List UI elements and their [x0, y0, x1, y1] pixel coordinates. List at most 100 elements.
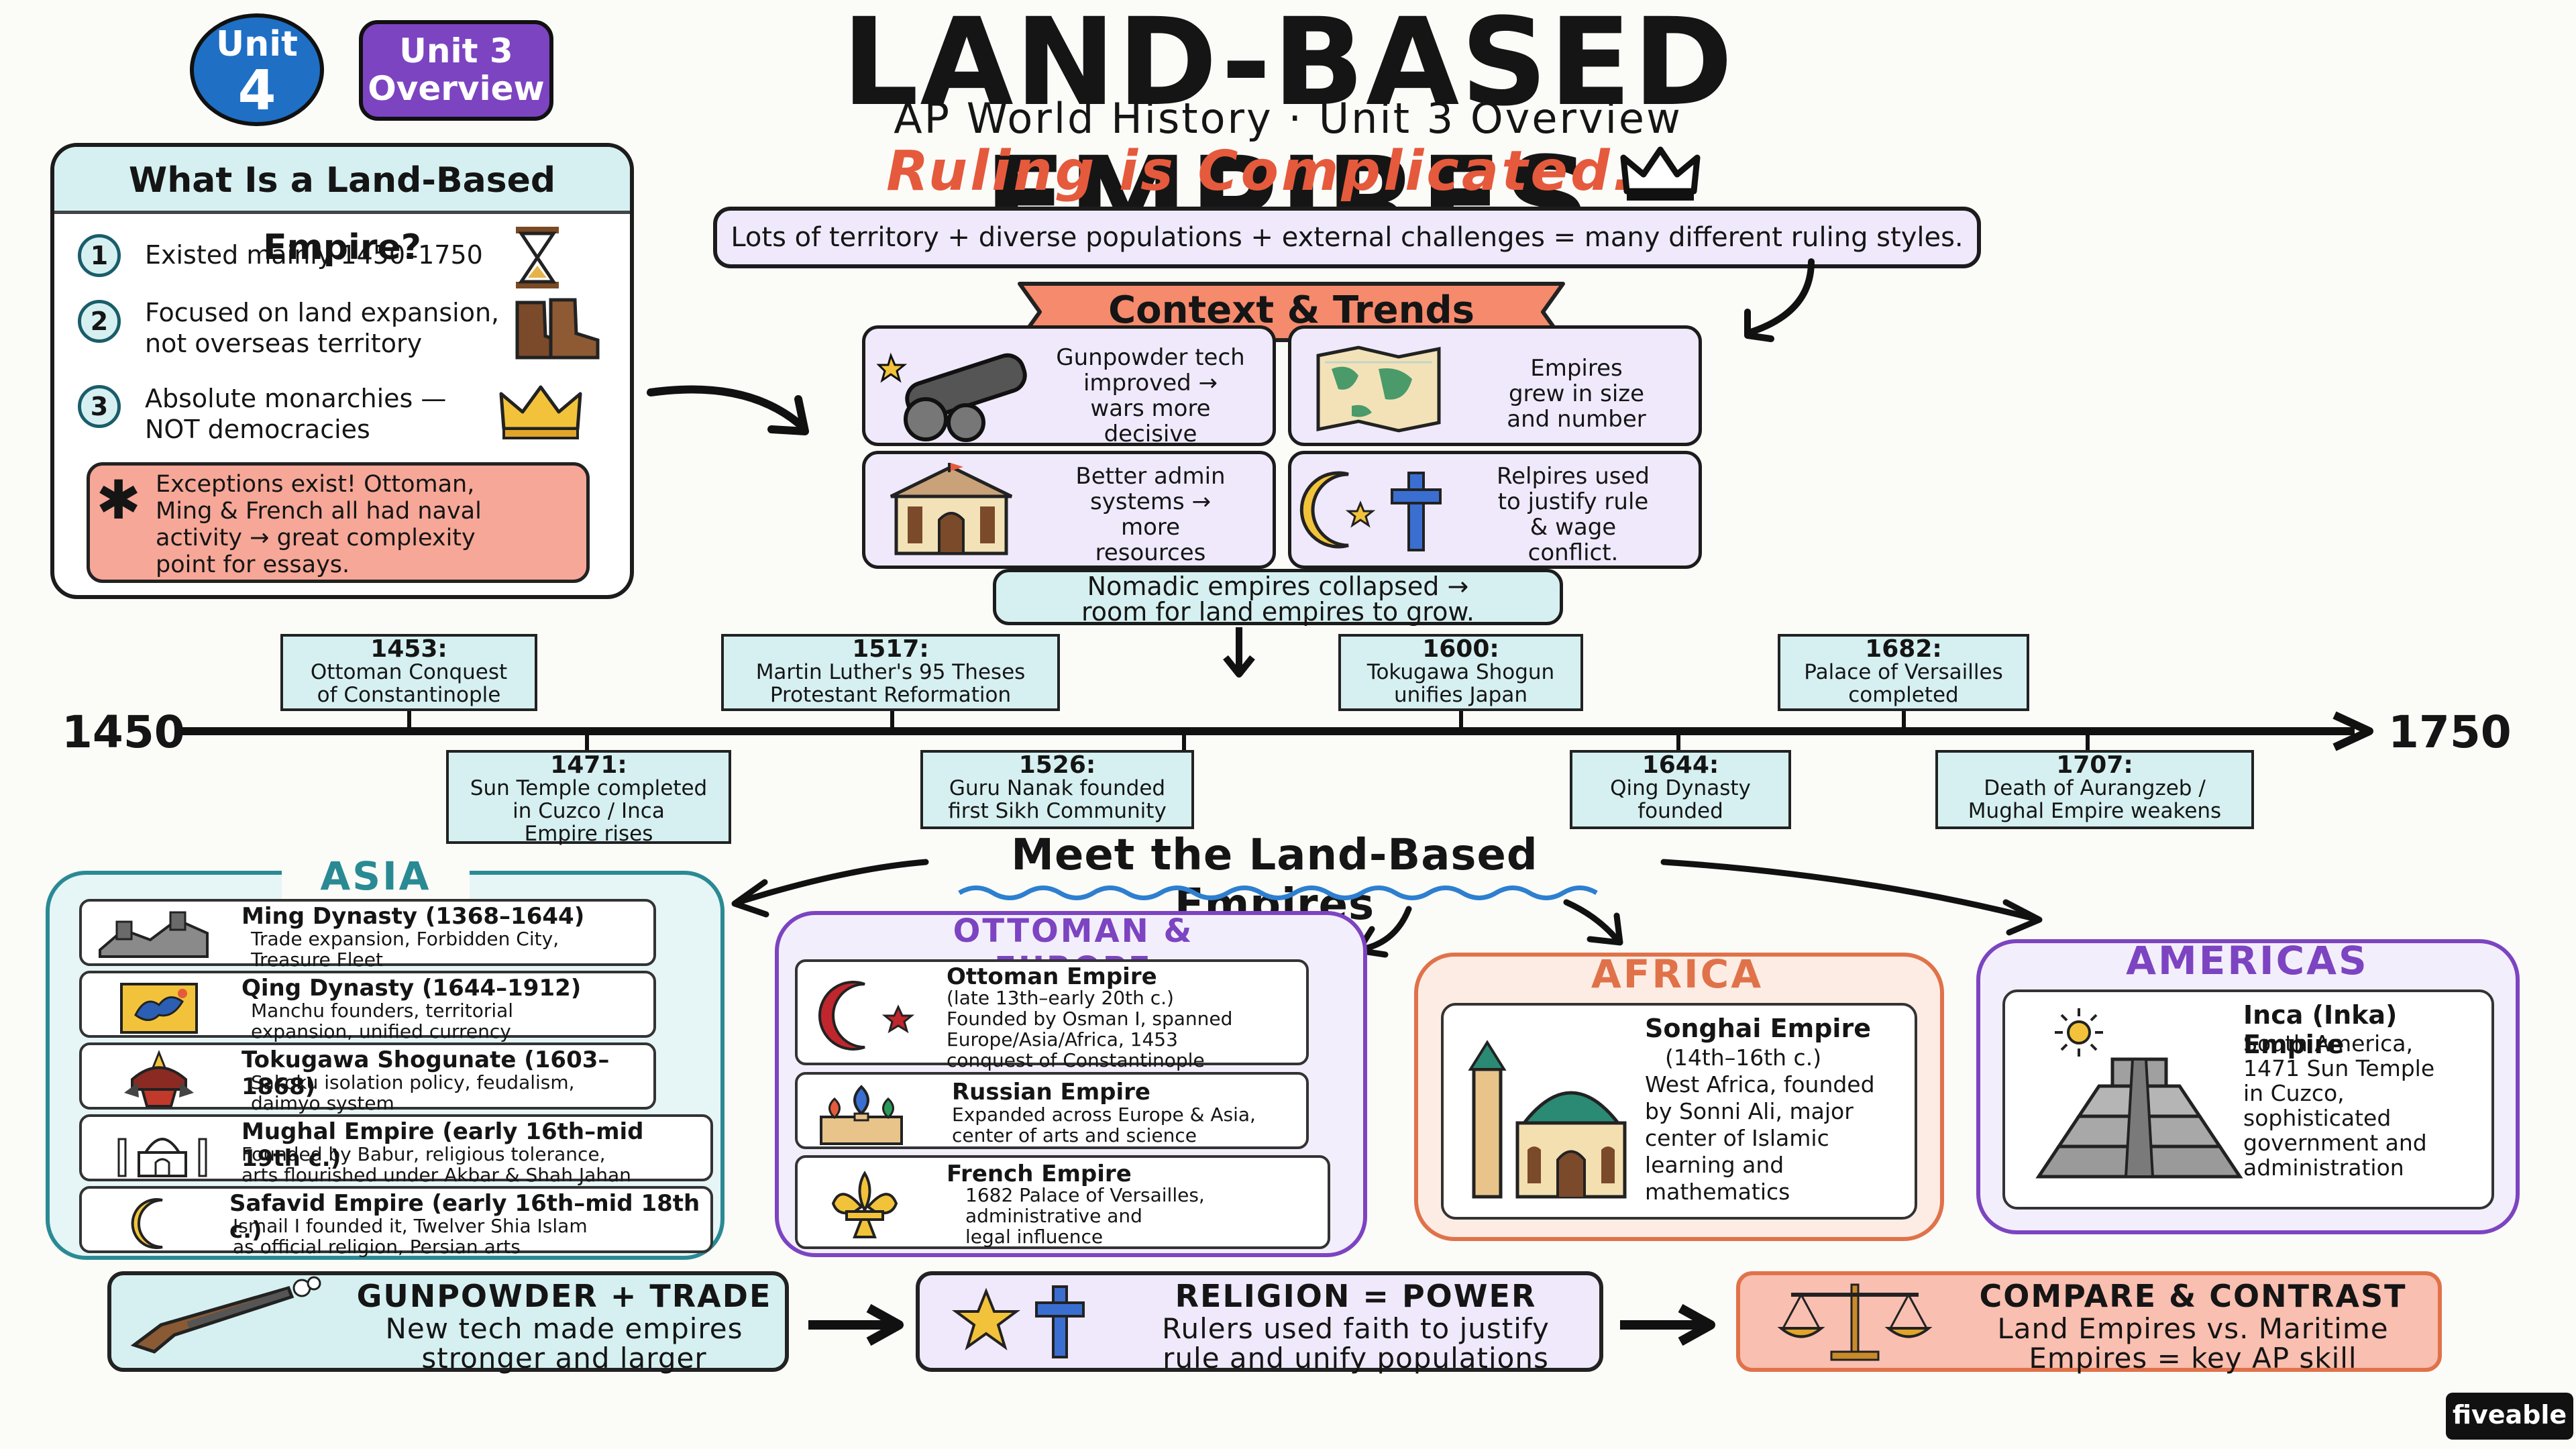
qing-name: Qing Dynasty (1644–1912)	[241, 975, 582, 1002]
mosque-icon	[1468, 1040, 1627, 1199]
desc-line: Founded by Osman I, spanned	[947, 1008, 1233, 1030]
number-2-badge: 2	[78, 300, 121, 343]
desc-line: administrative and	[965, 1205, 1142, 1227]
desc-line: in Cuzco,	[2243, 1080, 2345, 1106]
overview-label: Overview	[368, 69, 545, 108]
desc-line: as official religion, Persian arts	[233, 1236, 521, 1258]
timeline-event-1453[interactable]: 1453: Ottoman Conquest of Constantinople	[280, 634, 537, 711]
number-1-badge: 1	[78, 234, 121, 277]
ctx-line: Empires	[1530, 355, 1623, 382]
safavid-name: Safavid Empire (early 16th–mid 18th c.)	[229, 1190, 700, 1244]
event-year: 1600:	[1422, 635, 1499, 663]
crescent-cross-icon	[1299, 471, 1442, 551]
asia-title: ASIA	[282, 853, 470, 899]
inca-pyramid-icon	[2035, 1057, 2243, 1179]
asia-row-qing[interactable]: Qing Dynasty (1644–1912) Manchu founders…	[79, 971, 656, 1042]
nomadic-collapse-note: Nomadic empires collapsed → room for lan…	[993, 569, 1563, 625]
desc-line: arts flourished under Akbar & Shah Jahan	[241, 1164, 631, 1186]
compare-line-1: Land Empires vs. Maritime	[1997, 1312, 2389, 1345]
exceptions-note: Exceptions exist! Ottoman, Ming & French…	[87, 462, 590, 583]
scales-icon	[1777, 1283, 1933, 1361]
samurai-helmet-icon	[124, 1049, 194, 1108]
timeline-event-1644[interactable]: 1644: Qing Dynasty founded	[1570, 750, 1791, 829]
wavy-underline	[958, 885, 1598, 900]
event-year: 1644:	[1642, 751, 1719, 779]
ctx-line: Better admin	[1075, 463, 1226, 490]
timeline-event-1707[interactable]: 1707: Death of Aurangzeb / Mughal Empire…	[1935, 750, 2254, 829]
dragon-flag-icon	[120, 983, 198, 1034]
event-line: unifies Japan	[1394, 683, 1527, 707]
what-is-item-2: Focused on land expansion, not overseas …	[145, 297, 499, 359]
event-line: Palace of Versailles	[1804, 660, 2003, 684]
inca-card[interactable]: Inca (Inka) Empire South America, 1471 S…	[2002, 989, 2494, 1210]
arrow-right-icon-2	[1620, 1303, 1715, 1346]
desc-line: Trade expansion, Forbidden City,	[251, 928, 559, 950]
europe-row-french[interactable]: French Empire 1682 Palace of Versailles,…	[795, 1155, 1330, 1249]
timeline-axis	[181, 711, 2373, 751]
desc-line: Founded by Babur, religious tolerance,	[241, 1143, 606, 1165]
star-cross-icon	[951, 1285, 1085, 1358]
inca-name: Inca (Inka) Empire	[2243, 1000, 2398, 1059]
safavid-desc: Ismail I founded it, Twelver Shia Islam …	[233, 1216, 588, 1257]
songhai-card[interactable]: Songhai Empire (14th–16th c.) West Afric…	[1441, 1003, 1917, 1220]
europe-row-ottoman[interactable]: Ottoman Empire (late 13th–early 20th c.)…	[795, 959, 1309, 1071]
page-title: LAND-BASED EMPIRES	[841, 0, 1735, 272]
timeline-event-1600[interactable]: 1600: Tokugawa Shogun unifies Japan	[1338, 634, 1583, 711]
compare-title: COMPARE & CONTRAST	[1979, 1278, 2407, 1314]
gunpowder-title: GUNPOWDER + TRADE	[356, 1278, 772, 1314]
nomadic-line-2: room for land empires to grow.	[1081, 597, 1474, 627]
ctx-line: resources	[1095, 539, 1206, 566]
asia-row-safavid[interactable]: Safavid Empire (early 16th–mid 18th c.) …	[79, 1186, 713, 1257]
desc-line: mathematics	[1645, 1179, 1790, 1205]
ctx-line: and number	[1507, 406, 1646, 433]
great-wall-icon	[99, 911, 209, 958]
europe-row-russian[interactable]: Russian Empire Expanded across Europe & …	[795, 1072, 1309, 1149]
ctx-line: conflict.	[1527, 539, 1619, 566]
asia-row-tokugawa[interactable]: Tokugawa Shogunate (1603–1868) Sakoku is…	[79, 1042, 656, 1114]
unit-4-badge[interactable]: Unit 4	[190, 13, 324, 126]
timeline-start-year: 1450	[62, 706, 185, 758]
desc-line: Treasure Fleet	[251, 949, 383, 971]
tokugawa-desc: Sakoku isolation policy, feudalism, daim…	[251, 1072, 575, 1114]
inca-desc: South America, 1471 Sun Temple in Cuzco,…	[2243, 1031, 2434, 1180]
songhai-name: Songhai Empire	[1645, 1014, 1871, 1043]
desc-line: center of Islamic	[1645, 1125, 1829, 1151]
mughal-desc: Founded by Babur, religious tolerance, a…	[241, 1144, 631, 1185]
boots-icon	[515, 298, 600, 360]
world-map-icon	[1316, 345, 1441, 433]
event-line: Tokugawa Shogun	[1366, 660, 1555, 684]
arrow-to-context	[647, 385, 809, 435]
what-is-panel: What Is a Land-Based Empire? 1 Existed m…	[50, 143, 634, 599]
desc-line: conquest of Constantinople	[947, 1049, 1205, 1071]
desc-line: Manchu founders, territorial	[251, 1000, 514, 1022]
timeline-event-1517[interactable]: 1517: Martin Luther's 95 Theses Protesta…	[721, 634, 1060, 711]
gunpowder-line-2: stronger and larger	[421, 1342, 707, 1375]
arrow-right-icon	[808, 1303, 904, 1346]
cannon-icon	[876, 352, 1027, 442]
timeline-event-1526[interactable]: 1526: Guru Nanak founded first Sikh Comm…	[920, 750, 1194, 829]
fiveable-logo[interactable]: fiveable	[2446, 1393, 2573, 1440]
event-line: first Sikh Community	[948, 799, 1167, 823]
americas-title: AMERICAS	[2126, 938, 2369, 983]
event-line: Qing Dynasty	[1610, 776, 1751, 800]
desc-line: Expanded across Europe & Asia,	[952, 1104, 1256, 1126]
ctx-line: & wage	[1529, 514, 1617, 541]
asia-row-ming[interactable]: Ming Dynasty (1368–1644) Trade expansion…	[79, 899, 656, 970]
what-is-item-3-line-2: NOT democracies	[145, 415, 370, 444]
timeline-event-1682[interactable]: 1682: Palace of Versailles completed	[1778, 634, 2029, 711]
what-is-item-1: Existed mainly 1450–1750	[145, 239, 483, 270]
desc-line: West Africa, founded	[1645, 1071, 1875, 1097]
exceptions-line-1: Exceptions exist! Ottoman,	[156, 471, 475, 498]
crown-icon	[1620, 146, 1701, 201]
desc-line: Europe/Asia/Africa, 1453	[947, 1028, 1178, 1051]
timeline-event-1471[interactable]: 1471: Sun Temple completed in Cuzco / In…	[446, 750, 731, 845]
gunpowder-line-1: New tech made empires	[385, 1312, 743, 1345]
desc-line: Sakoku isolation policy, feudalism,	[251, 1071, 575, 1093]
event-year: 1526:	[1018, 751, 1096, 779]
unit-3-overview-badge[interactable]: Unit 3 Overview	[359, 20, 553, 121]
nomadic-line-1: Nomadic empires collapsed →	[1087, 572, 1469, 601]
event-line: Protestant Reformation	[769, 683, 1012, 707]
africa-title: AFRICA	[1591, 951, 1764, 997]
asia-row-mughal[interactable]: Mughal Empire (early 16th–mid 19th c.) F…	[79, 1114, 713, 1185]
event-line: Sun Temple completed	[470, 776, 708, 800]
